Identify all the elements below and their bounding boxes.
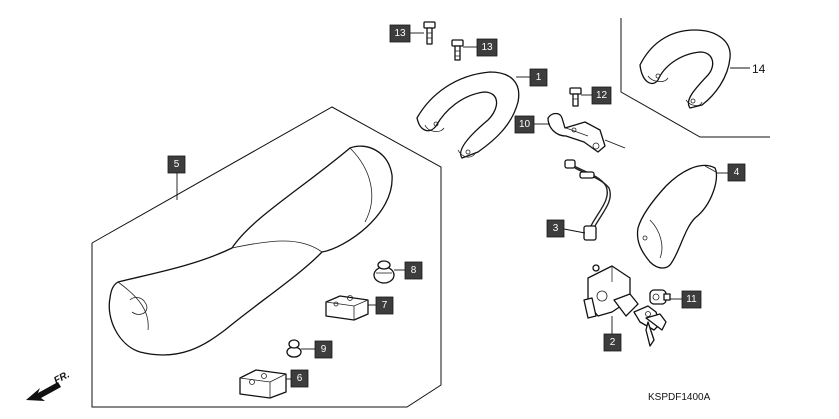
inset-grab-rail-part xyxy=(639,29,731,109)
callout-7: 7 xyxy=(375,296,394,315)
callout-3: 3 xyxy=(546,219,565,238)
callout-13b: 13 xyxy=(476,38,498,57)
svg-text:4: 4 xyxy=(734,167,740,178)
callout-8: 8 xyxy=(404,261,423,280)
callout-10: 10 xyxy=(514,115,535,134)
rubber-6-part xyxy=(239,369,287,399)
seat-lock-assembly-part xyxy=(583,265,639,319)
keys-part xyxy=(633,305,667,347)
seat-lock-cable-part xyxy=(564,159,611,272)
callout-1: 1 xyxy=(529,68,548,87)
callout-11: 11 xyxy=(681,290,702,309)
callout-12: 12 xyxy=(591,86,612,105)
rubber-7-part xyxy=(325,295,369,321)
callout-14: 14 xyxy=(752,62,766,76)
seat-part xyxy=(108,145,393,356)
cushion-8-part xyxy=(373,260,395,284)
svg-text:13: 13 xyxy=(481,42,493,53)
callout-6: 6 xyxy=(290,369,309,388)
collar-9-part xyxy=(286,339,302,358)
front-arrow-icon xyxy=(26,382,61,401)
key-cylinder-part xyxy=(649,289,671,305)
svg-text:2: 2 xyxy=(610,337,616,348)
bolt-13-left-part xyxy=(423,21,436,45)
bolt-13-right-part xyxy=(451,39,464,61)
helmet-holder-cover-part xyxy=(636,164,718,269)
callout-9: 9 xyxy=(314,340,333,359)
seat-lock-part xyxy=(547,112,606,153)
seat-group-outline xyxy=(91,106,442,408)
callout-5: 5 xyxy=(167,155,186,174)
svg-text:11: 11 xyxy=(686,294,697,305)
leader-10-tail xyxy=(604,139,626,149)
svg-text:1: 1 xyxy=(536,72,542,83)
svg-text:3: 3 xyxy=(553,223,559,234)
grab-rail-inset-outline xyxy=(620,18,770,138)
bolt-12-part xyxy=(569,87,582,107)
callout-13a: 13 xyxy=(389,24,411,43)
grab-rail-part xyxy=(416,71,520,159)
svg-text:8: 8 xyxy=(411,265,417,276)
svg-text:7: 7 xyxy=(382,300,388,311)
svg-text:6: 6 xyxy=(297,373,303,384)
front-direction-indicator: FR. xyxy=(26,369,72,401)
callout-4: 4 xyxy=(727,163,746,182)
svg-text:13: 13 xyxy=(394,28,406,39)
diagram-code: KSPDF1400A xyxy=(648,392,711,403)
callout-2: 2 xyxy=(603,333,622,352)
leader-3 xyxy=(563,228,586,234)
svg-text:5: 5 xyxy=(174,159,180,170)
svg-text:9: 9 xyxy=(321,344,327,355)
front-direction-label: FR. xyxy=(52,369,71,386)
svg-text:12: 12 xyxy=(596,90,608,101)
svg-text:10: 10 xyxy=(519,119,531,130)
